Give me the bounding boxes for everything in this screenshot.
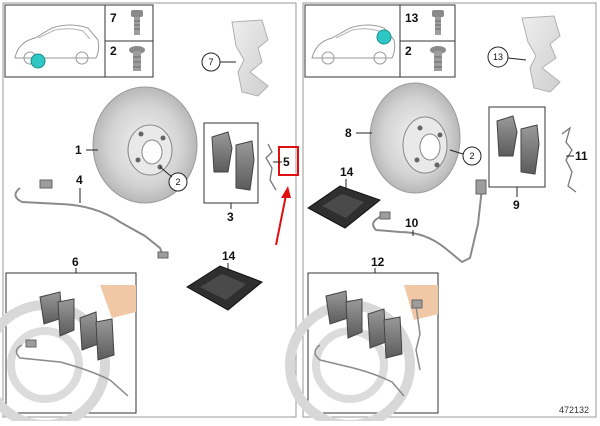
leader-line: [449, 149, 464, 155]
right-header: 13 2: [304, 4, 456, 78]
callout-sensor: 4: [76, 173, 83, 187]
callout-spring: 11: [575, 149, 588, 163]
brake-disc-icon: [369, 82, 461, 194]
right-panel: 13 2 13: [285, 2, 597, 426]
header-part-box-top: [104, 4, 154, 42]
callout-guide: 7: [208, 57, 213, 67]
bolt-icon: [432, 10, 444, 35]
callout-sensor: 10: [405, 216, 419, 230]
header-part-box-bottom: [104, 40, 154, 78]
header-part-number: 2: [405, 44, 412, 58]
car-icon: [14, 24, 100, 65]
disc-screw-icon: [430, 46, 446, 71]
callout-kit: 12: [371, 255, 385, 269]
callout-pads: 3: [227, 210, 234, 224]
callout-paste: 14: [222, 249, 236, 263]
vehicle-thumbnail-box: [4, 4, 106, 78]
callout-kit: 6: [72, 255, 79, 269]
caliper-guide-icon: [521, 15, 561, 93]
arrow-icon: [275, 186, 291, 246]
diagram-id: 472132: [559, 405, 589, 415]
callout-disc: 1: [75, 143, 82, 157]
header-part-box-top: [399, 4, 456, 42]
callout-paste: 14: [340, 165, 354, 179]
header-part-number: 7: [110, 11, 117, 25]
brake-disc-icon: [92, 86, 198, 204]
brake-pad-icon: [496, 115, 540, 175]
brake-pad-icon: [211, 131, 255, 191]
position-marker-icon: [376, 29, 392, 45]
spring-clip-icon: [561, 126, 577, 193]
callout-disc-bolt: 2: [175, 177, 180, 187]
header-part-number: 13: [405, 11, 419, 25]
position-marker-icon: [30, 53, 46, 69]
callout-circle: [168, 172, 188, 192]
bolt-icon: [131, 10, 143, 35]
callout-circle: [462, 146, 482, 166]
car-icon: [311, 24, 396, 65]
callout-pads: 9: [513, 198, 520, 212]
header-part-number: 2: [110, 44, 117, 58]
wear-sensor-icon: [14, 179, 169, 259]
callout-circle: [487, 46, 509, 68]
highlight-box: [278, 146, 299, 176]
leader-line: [159, 166, 173, 178]
caliper-guide-icon: [231, 19, 269, 97]
callout-spring: 5: [283, 155, 290, 169]
wear-sensor-icon: [372, 179, 487, 264]
leader-line: [507, 57, 527, 61]
left-panel: 7 2 7: [0, 2, 299, 426]
kit-sensor-icon: [314, 299, 423, 397]
callout-guide: 13: [493, 52, 503, 62]
kit-sensor-icon: [15, 339, 129, 397]
disc-screw-icon: [129, 46, 145, 71]
paste-sachet-icon: [307, 185, 382, 229]
kit-pads-icon: [39, 291, 115, 361]
paste-sachet-icon: [186, 265, 263, 311]
header-part-box-bottom: [399, 40, 456, 78]
kit-pads-icon: [325, 290, 403, 359]
spring-clip-icon: [265, 143, 277, 191]
left-header: 7 2: [4, 4, 154, 78]
callout-disc-bolt: 2: [469, 151, 474, 161]
callout-disc: 8: [345, 126, 352, 140]
